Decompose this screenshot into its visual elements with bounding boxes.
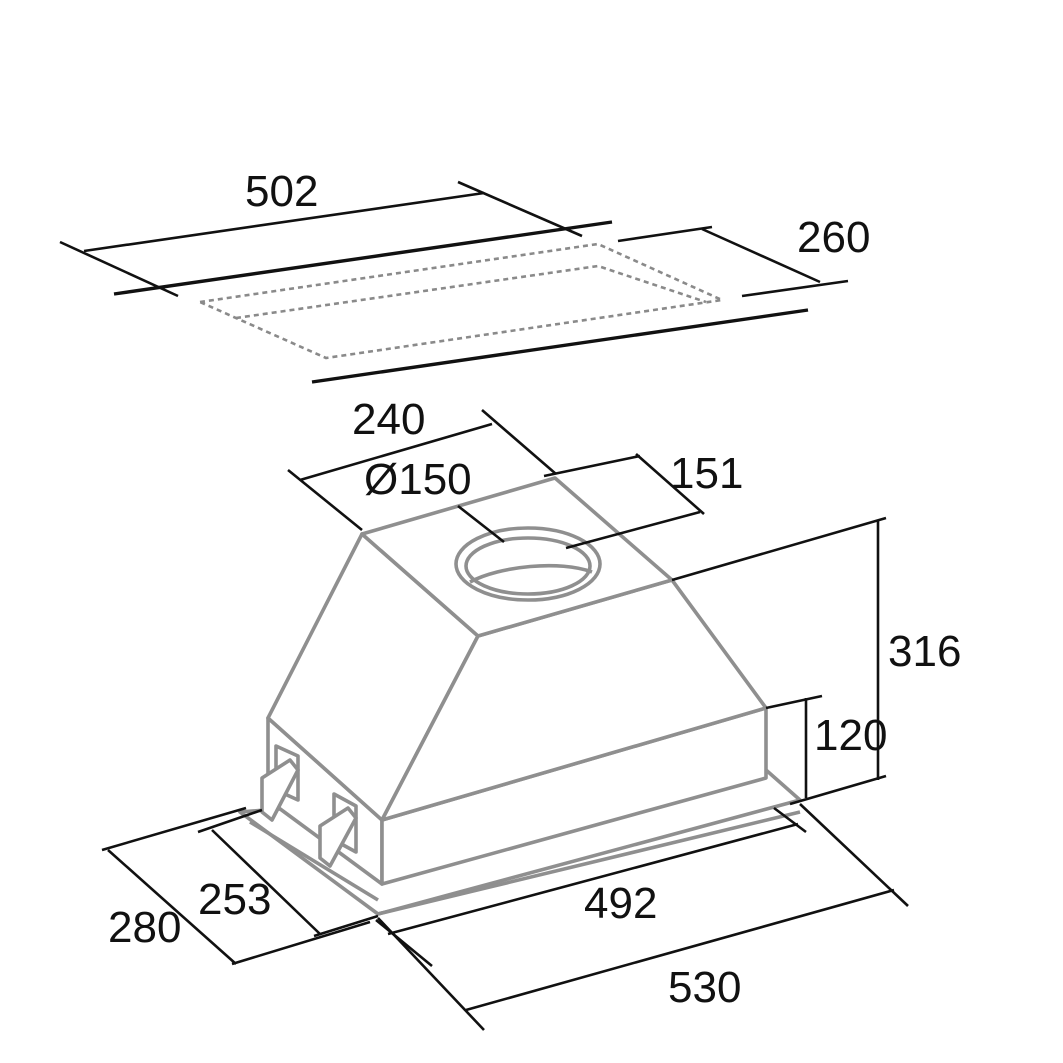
dim-line-240 bbox=[299, 422, 493, 482]
outlet-collar-inner bbox=[464, 536, 592, 596]
ext-line-151 bbox=[543, 454, 641, 478]
cutout-drawing: 502 260 bbox=[59, 167, 870, 384]
ext-line-260-bottom bbox=[741, 279, 849, 298]
hood-base-front-lip bbox=[377, 810, 801, 916]
dim-line-502 bbox=[83, 191, 485, 253]
label-o150: Ø150 bbox=[364, 455, 472, 504]
ext-line-502-left bbox=[59, 240, 179, 298]
label-492: 492 bbox=[584, 879, 657, 928]
dim-line-151 bbox=[565, 510, 701, 550]
cutout-inner-dashed bbox=[235, 264, 707, 320]
label-530: 530 bbox=[668, 963, 741, 1012]
label-240: 240 bbox=[352, 395, 425, 444]
ext-line-151-right bbox=[635, 453, 705, 515]
cutout-opening-outline bbox=[195, 242, 727, 360]
label-151: 151 bbox=[670, 449, 743, 498]
label-502: 502 bbox=[245, 167, 318, 216]
ext-line-280-front bbox=[231, 920, 371, 966]
ext-line-240-left bbox=[287, 468, 363, 532]
ext-line-253-front bbox=[313, 914, 379, 938]
label-280: 280 bbox=[108, 903, 181, 952]
dim-line-260 bbox=[701, 227, 821, 284]
outlet-collar-outer bbox=[454, 526, 602, 602]
dim-line-280 bbox=[107, 849, 237, 965]
ext-line-316-bottom bbox=[789, 774, 887, 806]
ext-line-260-top bbox=[617, 225, 713, 243]
outlet-collar-rim bbox=[469, 563, 593, 584]
leader-o150 bbox=[457, 504, 505, 544]
hood-clip-right bbox=[318, 792, 358, 868]
ext-line-120-top bbox=[765, 694, 823, 710]
ext-line-530-right bbox=[799, 803, 909, 907]
label-316: 316 bbox=[888, 627, 961, 676]
ext-line-502-right bbox=[457, 180, 583, 238]
dim-line-492 bbox=[387, 822, 799, 936]
hood-clip-left bbox=[260, 744, 300, 822]
ext-line-316-top bbox=[671, 516, 887, 582]
label-120: 120 bbox=[814, 711, 887, 760]
label-260: 260 bbox=[797, 213, 870, 262]
dim-line-530 bbox=[465, 888, 895, 1012]
dim-line-253 bbox=[211, 829, 321, 935]
ext-line-280-back bbox=[101, 806, 247, 852]
label-253: 253 bbox=[198, 875, 271, 924]
ext-line-492-right bbox=[773, 806, 807, 834]
ext-line-530-left bbox=[377, 917, 485, 1031]
cutout-front-edge bbox=[311, 308, 809, 384]
ext-line-240-right bbox=[481, 409, 557, 475]
hood-drawing: 240 Ø150 151 316 120 253 280 492 bbox=[101, 395, 961, 1031]
ext-line-253-back bbox=[197, 808, 263, 834]
ext-line-492-left bbox=[375, 918, 433, 968]
hood-base-left-lip bbox=[249, 820, 379, 902]
cutout-back-edge bbox=[113, 220, 613, 296]
